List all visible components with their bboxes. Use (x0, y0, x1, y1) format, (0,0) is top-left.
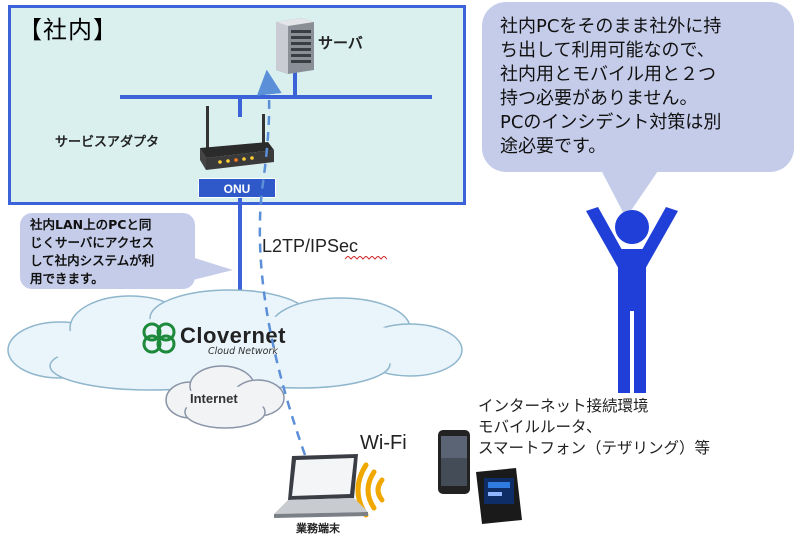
clovernet-logo-icon (142, 322, 176, 354)
router-icon (200, 106, 274, 170)
office-area (8, 5, 466, 205)
person-icon (586, 207, 678, 393)
environment-line: スマートフォン（テザリング）等 (478, 439, 711, 457)
cloud-network-label: Cloud Network (208, 346, 278, 357)
l2tp-label: L2TP/IPSec (262, 236, 359, 256)
environment-line: モバイルルータ、 (478, 418, 602, 436)
bubble-right-line: 持つ必要がありません。 (500, 88, 698, 109)
bubble-left (20, 213, 195, 289)
bubble-left-text: 社内LAN上のPCと同 じくサーバにアクセス して社内システムが利 用できます。 (30, 216, 198, 288)
bubble-right-text: 社内PCをそのまま社外に持 ち出して利用可能なので、 社内用とモバイル用と２つ … (500, 15, 790, 159)
bubble-left-tail (185, 255, 233, 282)
clovernet-label: Clovernet (180, 323, 286, 348)
bubble-right-line: PCのインシデント対策は別 (500, 112, 722, 133)
lan-line (120, 95, 432, 99)
onu-box: ONU (198, 178, 276, 198)
smartphone-icon (438, 430, 470, 494)
terminal-label: 業務端末 (296, 522, 340, 535)
server-label: サーバ (318, 34, 363, 52)
internet-cloud (165, 365, 285, 429)
server-icon (276, 18, 314, 74)
spellcheck-underline (345, 256, 388, 260)
mobile-router-icon (476, 468, 522, 524)
environment-line: インターネット接続環境 (478, 397, 649, 415)
bubble-left-line: 用できます。 (30, 271, 104, 286)
wifi-label: Wi-Fi (360, 432, 407, 454)
lan-drop-adapter (238, 97, 242, 117)
service-adapter-label: サービスアダプタ (55, 135, 160, 150)
internet-label: Internet (190, 391, 238, 406)
office-title: 【社内】 (18, 16, 118, 44)
bubble-left-line: じくサーバにアクセス (30, 235, 155, 250)
bubble-left-line: 社内LAN上のPCと同 (30, 217, 152, 232)
environment-text: インターネット接続環境 モバイルルータ、 スマートフォン（テザリング）等 (478, 396, 710, 459)
onu-uplink-line (238, 198, 242, 298)
clovernet-cloud (7, 289, 463, 391)
lan-drop-server (293, 72, 297, 97)
laptop-icon (274, 454, 368, 518)
bubble-right-line: ち出して利用可能なので、 (500, 40, 715, 61)
bubble-right (482, 2, 794, 218)
bubble-right-line: 社内PCをそのまま社外に持 (500, 16, 722, 37)
bubble-left-line: して社内システムが利 (30, 253, 155, 268)
bubble-right-line: 社内用とモバイル用と２つ (500, 64, 716, 85)
bubble-right-line: 途必要です。 (500, 136, 607, 157)
